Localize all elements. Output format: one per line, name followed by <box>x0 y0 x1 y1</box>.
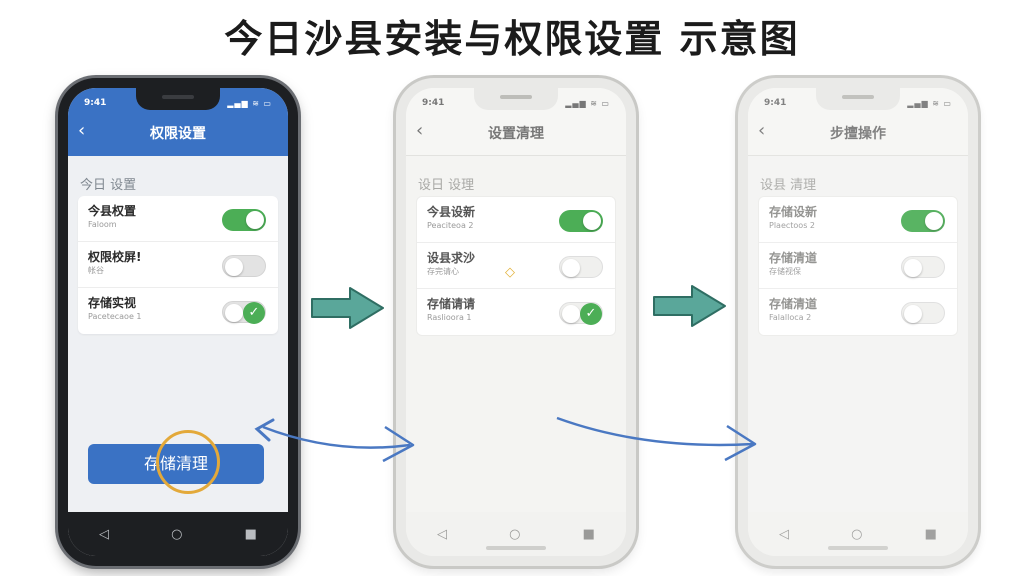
toggle-switch-off[interactable] <box>559 256 603 278</box>
status-bar: 9:41 ▂▄▆ ≋ ▭ <box>406 96 626 110</box>
system-nav-bar: ◁ ○ ■ <box>406 512 626 556</box>
toggle-switch-off[interactable] <box>901 256 945 278</box>
setting-label: 今县设新 <box>427 205 476 219</box>
setting-sublabel: 存储视保 <box>769 267 801 276</box>
screen-title: 步擅操作 <box>830 126 886 142</box>
setting-sublabel: 帐谷 <box>88 266 104 275</box>
setting-sublabel: Pacetecaoe 1 <box>88 312 142 321</box>
status-time: 9:41 <box>84 98 107 108</box>
checkmark-icon: ✓ <box>243 302 265 324</box>
status-time: 9:41 <box>422 98 445 108</box>
step-arrow-icon <box>653 285 726 327</box>
toggle-switch-checked[interactable]: ✓ <box>559 302 603 325</box>
phone-permissions: 9:41 ▂▄▆ ≋ ▭ ‹ 权限设置 今日 设置 今县权置 Faloom 权限… <box>58 78 298 566</box>
nav-home-icon[interactable]: ○ <box>851 526 863 542</box>
status-time: 9:41 <box>764 98 787 108</box>
nav-recents-icon[interactable]: ■ <box>924 526 937 542</box>
toggle-switch-checked[interactable]: ✓ <box>222 301 266 324</box>
setting-label: 存储清道 <box>769 251 818 265</box>
setting-sublabel: Faloom <box>88 220 117 229</box>
nav-back-icon[interactable]: ◁ <box>99 526 110 542</box>
settings-row: 今县设新 Peaciteoa 2 <box>417 197 615 243</box>
step-arrow-icon <box>311 287 384 329</box>
phone-settings-clean: 9:41 ▂▄▆ ≋ ▭ ‹ 设置清理 设日 设理 今县设新 Peaciteoa… <box>396 78 636 566</box>
phone-screen: 9:41 ▂▄▆ ≋ ▭ ‹ 设置清理 设日 设理 今县设新 Peaciteoa… <box>406 88 626 556</box>
setting-label: 设县求沙 <box>427 251 476 265</box>
toggle-switch-on[interactable] <box>559 210 603 232</box>
setting-label: 存储设新 <box>769 205 818 219</box>
status-bar: 9:41 ▂▄▆ ≋ ▭ <box>68 96 288 110</box>
setting-sublabel: Raslioora 1 <box>427 313 472 322</box>
screen-title: 权限设置 <box>150 126 206 142</box>
setting-sublabel: 存完请心 <box>427 267 459 276</box>
settings-row: 存储清道 Falalloca 2 <box>759 289 957 335</box>
section-label: 设日 设理 <box>418 178 475 193</box>
section-label: 今日 设置 <box>80 178 137 193</box>
signal-wifi-battery-icon: ▂▄▆ ≋ ▭ <box>227 98 272 108</box>
phone-screen: 9:41 ▂▄▆ ≋ ▭ ‹ 权限设置 今日 设置 今县权置 Faloom 权限… <box>68 88 288 556</box>
setting-label: 存储请请 <box>427 297 476 311</box>
nav-back-icon[interactable]: ◁ <box>437 526 448 542</box>
screen-title: 设置清理 <box>488 126 544 142</box>
back-arrow-icon[interactable]: ‹ <box>416 120 424 141</box>
home-indicator <box>828 546 888 550</box>
settings-row: 今县权置 Faloom <box>78 196 278 242</box>
phone-notch <box>474 88 558 110</box>
back-arrow-icon[interactable]: ‹ <box>78 120 86 141</box>
toggle-switch-off[interactable] <box>222 255 266 277</box>
checkmark-icon: ✓ <box>580 303 602 325</box>
settings-row: 权限校屏! 帐谷 <box>78 242 278 288</box>
settings-list: 存储设新 Plaectoos 2 存储清道 存储视保 存储清道 Falalloc… <box>758 196 958 336</box>
toggle-switch-on[interactable] <box>901 210 945 232</box>
connector-arrow-icon <box>556 416 757 462</box>
page-title: 今日沙县安装与权限设置 示意图 <box>224 17 800 61</box>
status-bar: 9:41 ▂▄▆ ≋ ▭ <box>748 96 968 110</box>
setting-sublabel: Falalloca 2 <box>769 313 812 322</box>
nav-home-icon[interactable]: ○ <box>509 526 521 542</box>
section-label: 设县 清理 <box>760 178 817 193</box>
back-arrow-icon[interactable]: ‹ <box>758 120 766 141</box>
signal-wifi-battery-icon: ▂▄▆ ≋ ▭ <box>565 98 610 108</box>
home-indicator <box>486 546 546 550</box>
settings-row: 存储实视 Pacetecaoe 1 ✓ <box>78 288 278 334</box>
phone-screen: 9:41 ▂▄▆ ≋ ▭ ‹ 步擅操作 设县 清理 存储设新 Plaectoos… <box>748 88 968 556</box>
nav-recents-icon[interactable]: ■ <box>244 526 257 542</box>
nav-recents-icon[interactable]: ■ <box>582 526 595 542</box>
phone-notch <box>136 88 220 110</box>
setting-sublabel: Peaciteoa 2 <box>427 221 474 230</box>
setting-label: 今县权置 <box>88 204 137 218</box>
nav-home-icon[interactable]: ○ <box>171 526 183 542</box>
setting-sublabel: Plaectoos 2 <box>769 221 815 230</box>
diamond-highlight-icon: ◇ <box>505 265 515 280</box>
signal-wifi-battery-icon: ▂▄▆ ≋ ▭ <box>907 98 952 108</box>
settings-list: 今县权置 Faloom 权限校屏! 帐谷 存储实视 Pacetecaoe 1 ✓ <box>78 196 278 334</box>
settings-row: 设县求沙 存完请心 ◇ <box>417 243 615 289</box>
settings-row: 存储清道 存储视保 <box>759 243 957 289</box>
system-nav-bar: ◁ ○ ■ <box>68 512 288 556</box>
connector-arrow-icon <box>254 418 415 463</box>
setting-label: 权限校屏! <box>88 250 142 264</box>
setting-label: 存储清道 <box>769 297 818 311</box>
tap-highlight-circle-icon <box>156 430 220 494</box>
nav-back-icon[interactable]: ◁ <box>779 526 790 542</box>
phone-notch <box>816 88 900 110</box>
system-nav-bar: ◁ ○ ■ <box>748 512 968 556</box>
toggle-switch-on[interactable] <box>222 209 266 231</box>
settings-list: 今县设新 Peaciteoa 2 设县求沙 存完请心 ◇ 存储请请 Raslio… <box>416 196 616 336</box>
settings-row: 存储设新 Plaectoos 2 <box>759 197 957 243</box>
toggle-switch-off[interactable] <box>901 302 945 324</box>
phone-steps: 9:41 ▂▄▆ ≋ ▭ ‹ 步擅操作 设县 清理 存储设新 Plaectoos… <box>738 78 978 566</box>
settings-row: 存储请请 Raslioora 1 ✓ <box>417 289 615 335</box>
setting-label: 存储实视 <box>88 296 137 310</box>
